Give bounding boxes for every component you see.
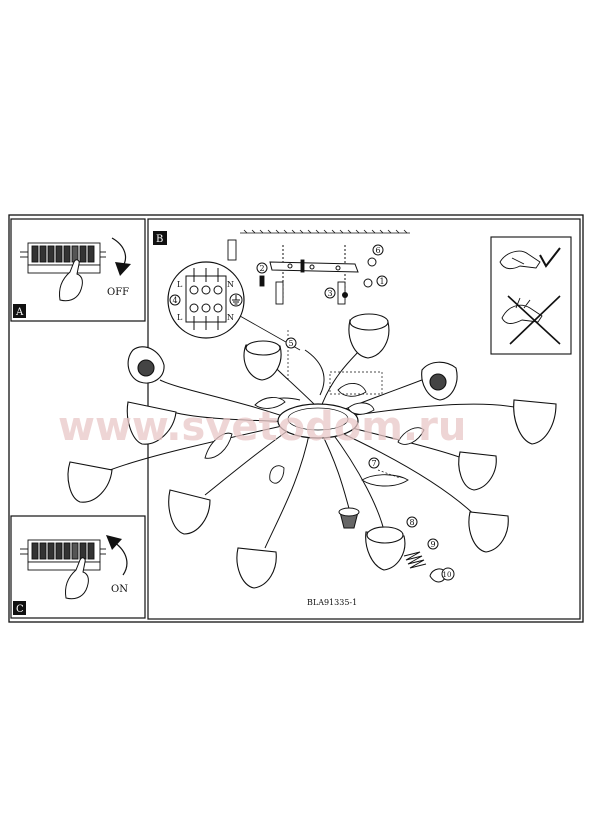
panel-c-letter: C [16,604,24,615]
hand-icon [59,259,83,302]
callout-6: 6 [376,246,381,255]
arrow-head-icon [115,262,131,276]
watermark: www.svetodom.ru [58,404,466,450]
switch-on-arrow [113,541,128,576]
terminal-label-n-top: N [227,280,234,289]
callout-5: 5 [289,339,294,348]
panel-b: B [67,218,581,620]
lamp-hub [277,403,359,439]
screw-icon [342,257,377,298]
panel-a: OFF A [10,218,146,322]
callout-2: 2 [260,264,265,273]
callout-4: 4 [173,296,178,305]
off-label: OFF [107,287,129,298]
callout-3: 3 [328,289,333,298]
leaf-decoration [204,383,425,487]
terminal-label-l-top: L [177,280,183,289]
hand-icon [65,557,89,600]
spring-icon [403,551,427,569]
breaker-icon [20,242,106,274]
terminal-label-l-bottom: L [177,313,183,322]
breaker-icon [20,539,106,571]
terminal-block: L N L N [167,261,301,351]
gloves-box [490,236,572,355]
gloved-hand-icon [499,247,561,270]
callout-8: 8 [410,518,415,527]
callouts: 1 2 3 4 5 6 7 8 9 10 [169,244,455,581]
callout-7: 7 [372,459,377,468]
callout-10: 10 [443,571,452,579]
callout-1: 1 [380,277,385,286]
ceiling-hatch [240,229,410,234]
bare-hand-crossed-icon [501,295,561,345]
assembly-guides [287,330,401,479]
model-code: BLA91335-1 [307,598,357,607]
panel-c: ON C [10,515,146,619]
earth-ground-icon [229,293,243,307]
arrow-head-icon [106,535,122,550]
on-label: ON [111,584,128,595]
callout-9: 9 [431,540,436,549]
terminal-label-n-bottom: N [227,313,234,322]
wall-plug-icon [227,239,346,305]
outer-frame [8,214,584,623]
panel-b-letter: B [156,234,163,245]
glass-shade [67,313,557,589]
panel-a-letter: A [15,307,24,318]
